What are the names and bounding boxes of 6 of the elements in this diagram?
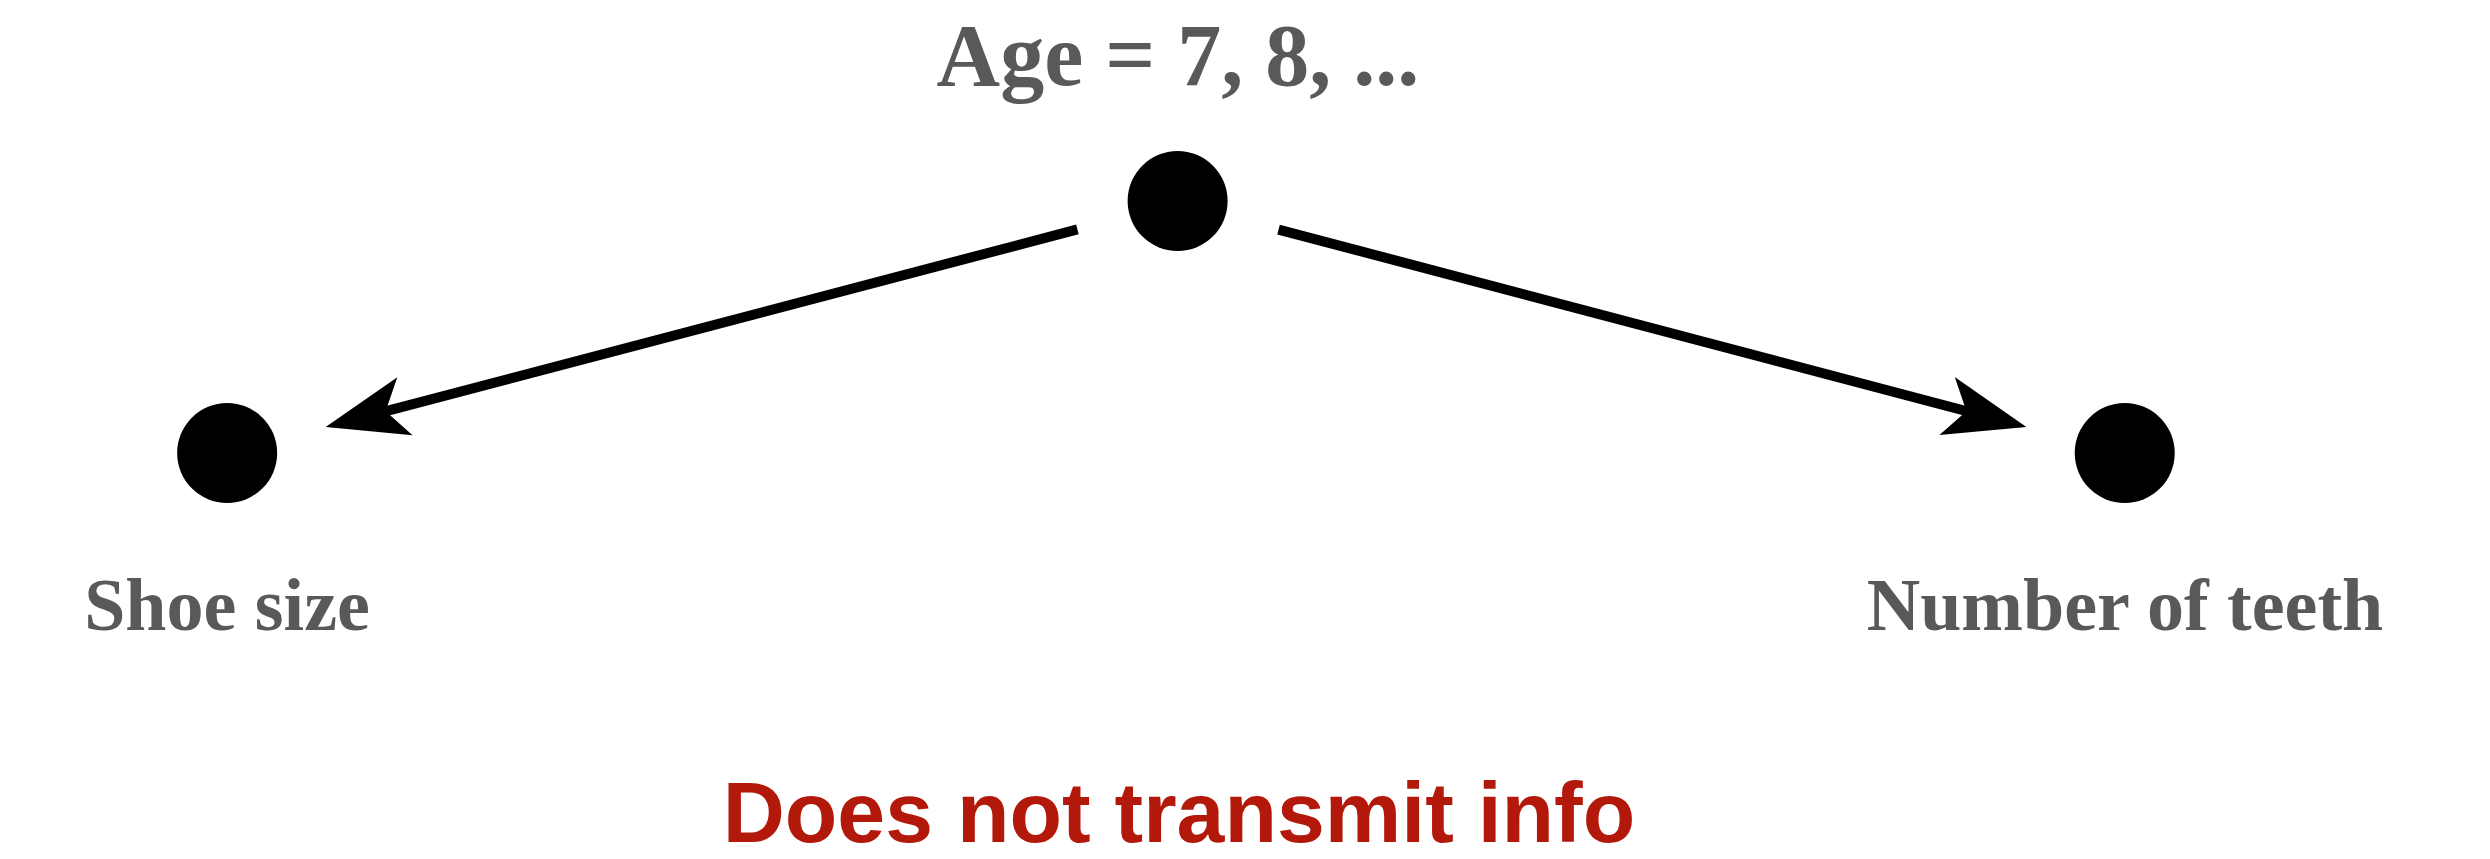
note-text: Does not transmit info [721,765,1637,859]
arrow [324,224,1079,436]
node-label: Number of teeth [1866,565,2384,647]
node-label: Shoe size [84,565,370,647]
arrow [1277,224,2028,436]
node-label: Age = 7, 8, ... [936,8,1420,105]
